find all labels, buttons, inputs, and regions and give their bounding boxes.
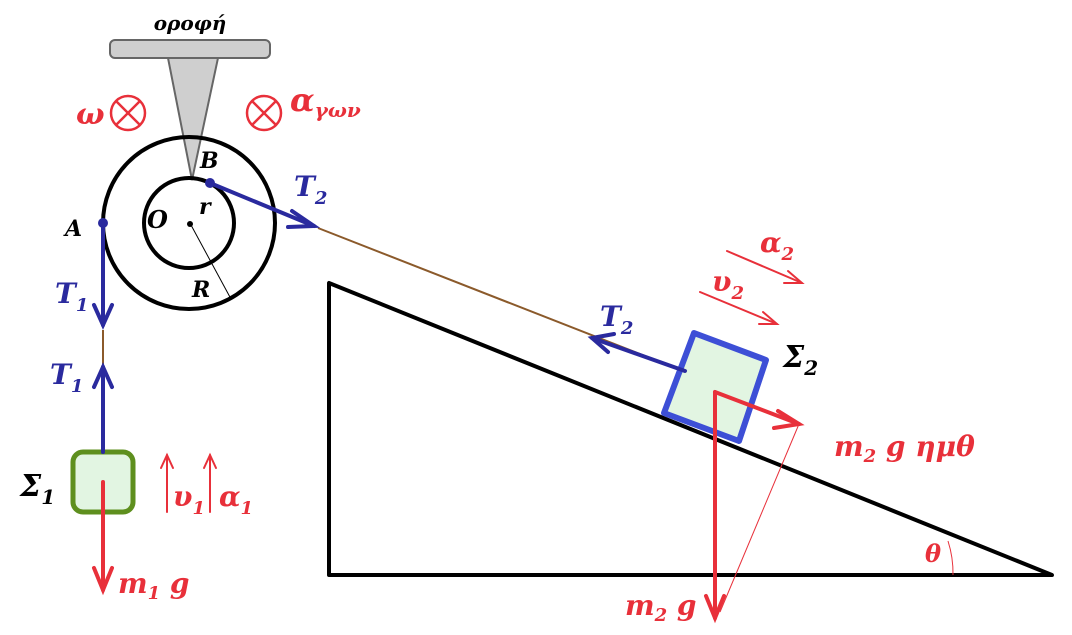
radius-line bbox=[190, 224, 232, 300]
point-B-label: B bbox=[199, 148, 219, 174]
angular-accel-into-page-icon bbox=[245, 94, 283, 132]
v2-label: υ2 bbox=[712, 265, 744, 304]
m2g-label: m2 g bbox=[625, 589, 697, 626]
theta-label: θ bbox=[925, 539, 941, 568]
theta-arc bbox=[947, 540, 954, 576]
block-sigma2 bbox=[661, 330, 769, 444]
m1g-label: m1 g bbox=[118, 567, 190, 604]
force-arrows bbox=[92, 250, 805, 624]
inclined-plane bbox=[327, 281, 1054, 577]
omega-into-page-icon bbox=[109, 94, 147, 132]
radius-r-label: r bbox=[199, 194, 212, 220]
radius-R-label: R bbox=[191, 277, 210, 303]
T1-upper-label: T1 bbox=[55, 277, 88, 316]
T1-lower-label: T1 bbox=[50, 358, 83, 397]
component-projection-line bbox=[719, 423, 800, 613]
omega-label: ω bbox=[76, 97, 105, 132]
ceiling-mount bbox=[109, 39, 271, 181]
tension-arrows bbox=[92, 181, 687, 454]
a2-label: α2 bbox=[760, 226, 794, 265]
center-point bbox=[187, 221, 193, 227]
T2-lower-label: T2 bbox=[600, 300, 633, 339]
angular-accel-label: αγων bbox=[290, 81, 361, 122]
point-O-label: O bbox=[147, 205, 168, 234]
ceiling-label: οροφή bbox=[154, 11, 227, 35]
a1-label: α1 bbox=[219, 480, 253, 519]
sigma2-label: Σ2 bbox=[782, 340, 818, 380]
sigma1-label: Σ1 bbox=[19, 469, 55, 509]
T2-upper-label: T2 bbox=[294, 170, 327, 209]
m2g-sin-label: m2 g ημθ bbox=[834, 430, 975, 467]
point-A-label: A bbox=[63, 216, 82, 242]
v1-label: υ1 bbox=[173, 480, 205, 519]
